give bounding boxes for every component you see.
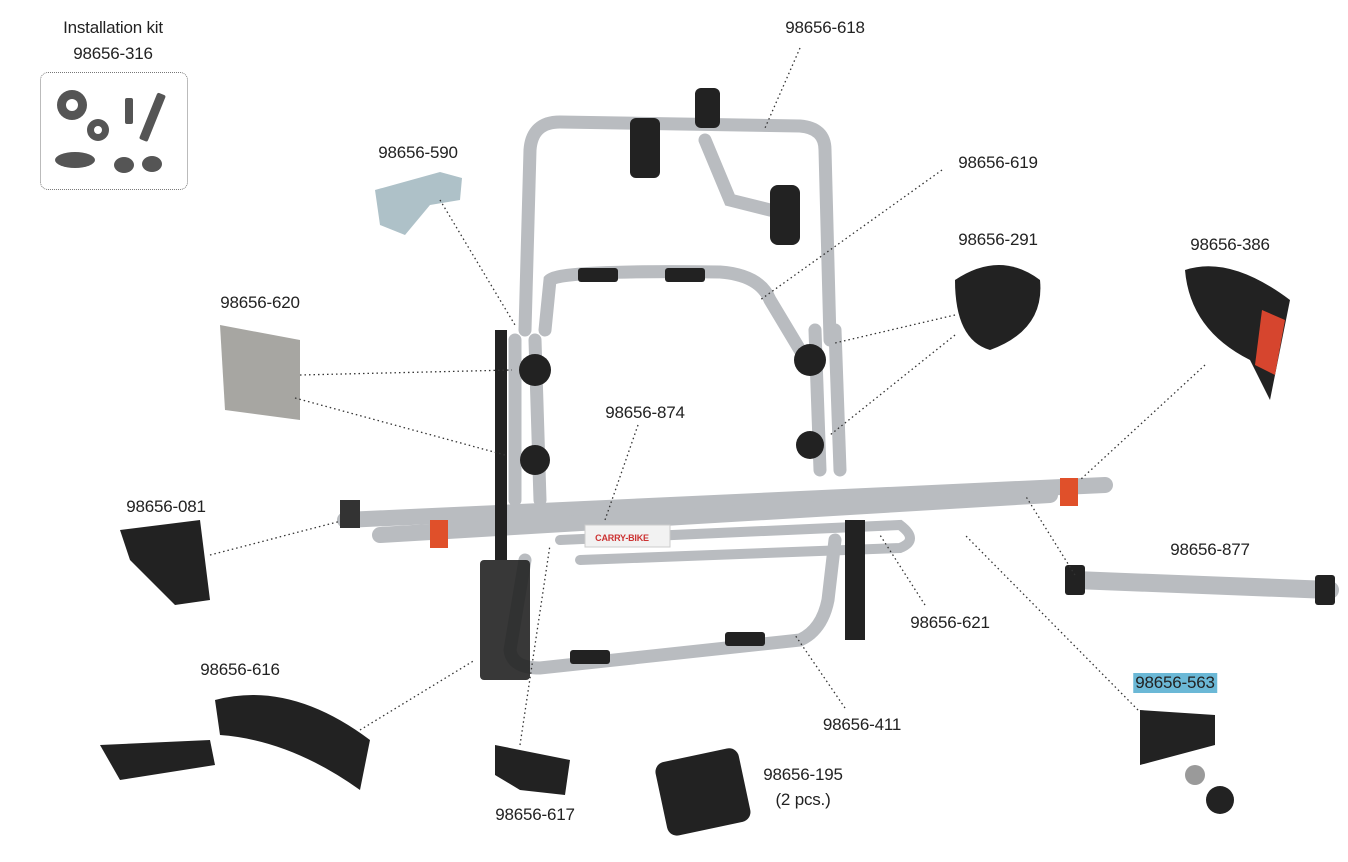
part-label-618: 98656-618 (785, 18, 865, 37)
part-label-081: 98656-081 (126, 497, 206, 516)
part-label-195: 98656-195 (763, 765, 843, 784)
rubber-parts (100, 88, 1335, 836)
part-label-621: 98656-621 (910, 613, 990, 632)
leader-lines (209, 47, 1206, 746)
installation-kit-box (40, 72, 188, 190)
brand-logo: CARRY-BIKE (595, 533, 649, 543)
part-label-411: 98656-411 (822, 715, 902, 734)
part-label-386: 98656-386 (1190, 235, 1270, 254)
part-label-617: 98656-617 (495, 805, 575, 824)
installation-kit-part-number: 98656-316 (73, 44, 153, 63)
part-label-616: 98656-616 (200, 660, 280, 679)
part-label-877: 98656-877 (1170, 540, 1250, 559)
part-label-291: 98656-291 (958, 230, 1038, 249)
part-label-620: 98656-620 (220, 293, 300, 312)
part-label-195-quantity: (2 pcs.) (775, 790, 831, 809)
part-label-619: 98656-619 (958, 153, 1038, 172)
part-label-563-highlighted: 98656-563 (1133, 673, 1217, 693)
part-label-590: 98656-590 (378, 143, 458, 162)
kit-icons (55, 90, 166, 173)
part-label-874: 98656-874 (605, 403, 685, 422)
metal-parts (220, 172, 1285, 785)
installation-kit-title: Installation kit (63, 18, 163, 37)
